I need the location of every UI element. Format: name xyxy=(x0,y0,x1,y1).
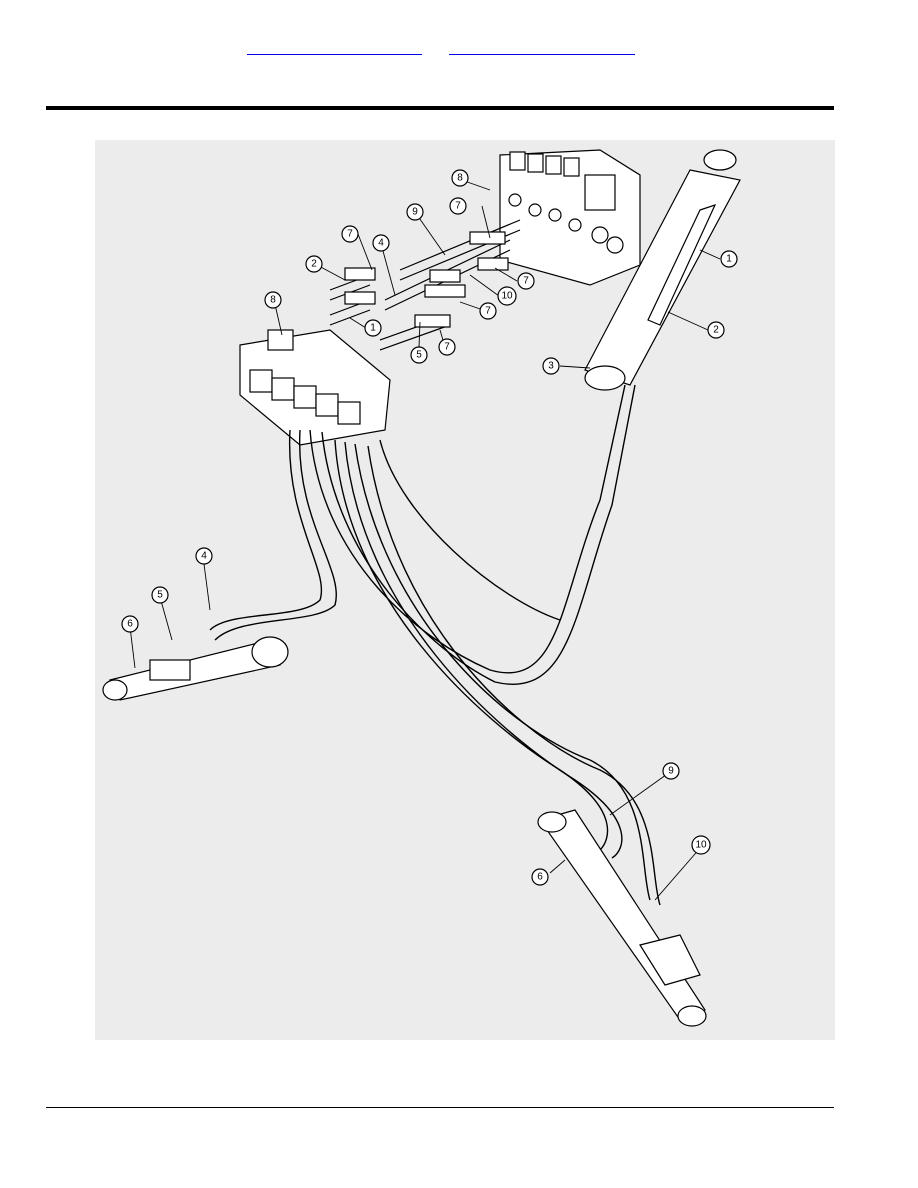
callout-4-left: 4 xyxy=(201,551,207,562)
callout-6-left: 6 xyxy=(127,619,133,630)
callout-6-lower: 6 xyxy=(537,872,543,883)
callout-10-top: 10 xyxy=(501,291,513,302)
footer-rule xyxy=(46,1107,834,1108)
callout-9-lower: 9 xyxy=(668,766,674,777)
valve-block-upper xyxy=(500,150,640,285)
callout-7-top-right: 7 xyxy=(455,201,461,212)
callout-1-upper-right: 1 xyxy=(726,254,732,265)
callout-7-right-a: 7 xyxy=(523,276,529,287)
callout-7-bottom: 7 xyxy=(444,342,450,353)
callout-7-right-b: 7 xyxy=(485,306,491,317)
callout-8-left: 8 xyxy=(270,295,276,306)
callout-2-upper-right: 2 xyxy=(713,325,719,336)
diagram-background xyxy=(95,140,835,1040)
callout-7-top-left: 7 xyxy=(347,229,353,240)
callout-8-top: 8 xyxy=(457,173,463,184)
callout-5-top: 5 xyxy=(416,350,422,361)
callout-4-top: 4 xyxy=(378,238,384,249)
callout-9-top: 9 xyxy=(412,207,418,218)
callout-2-fittings: 2 xyxy=(311,259,317,270)
callout-10-lower: 10 xyxy=(695,840,707,851)
callout-1-fittings: 1 xyxy=(370,323,376,334)
callout-3: 3 xyxy=(548,361,554,372)
callout-5-left: 5 xyxy=(157,590,163,601)
